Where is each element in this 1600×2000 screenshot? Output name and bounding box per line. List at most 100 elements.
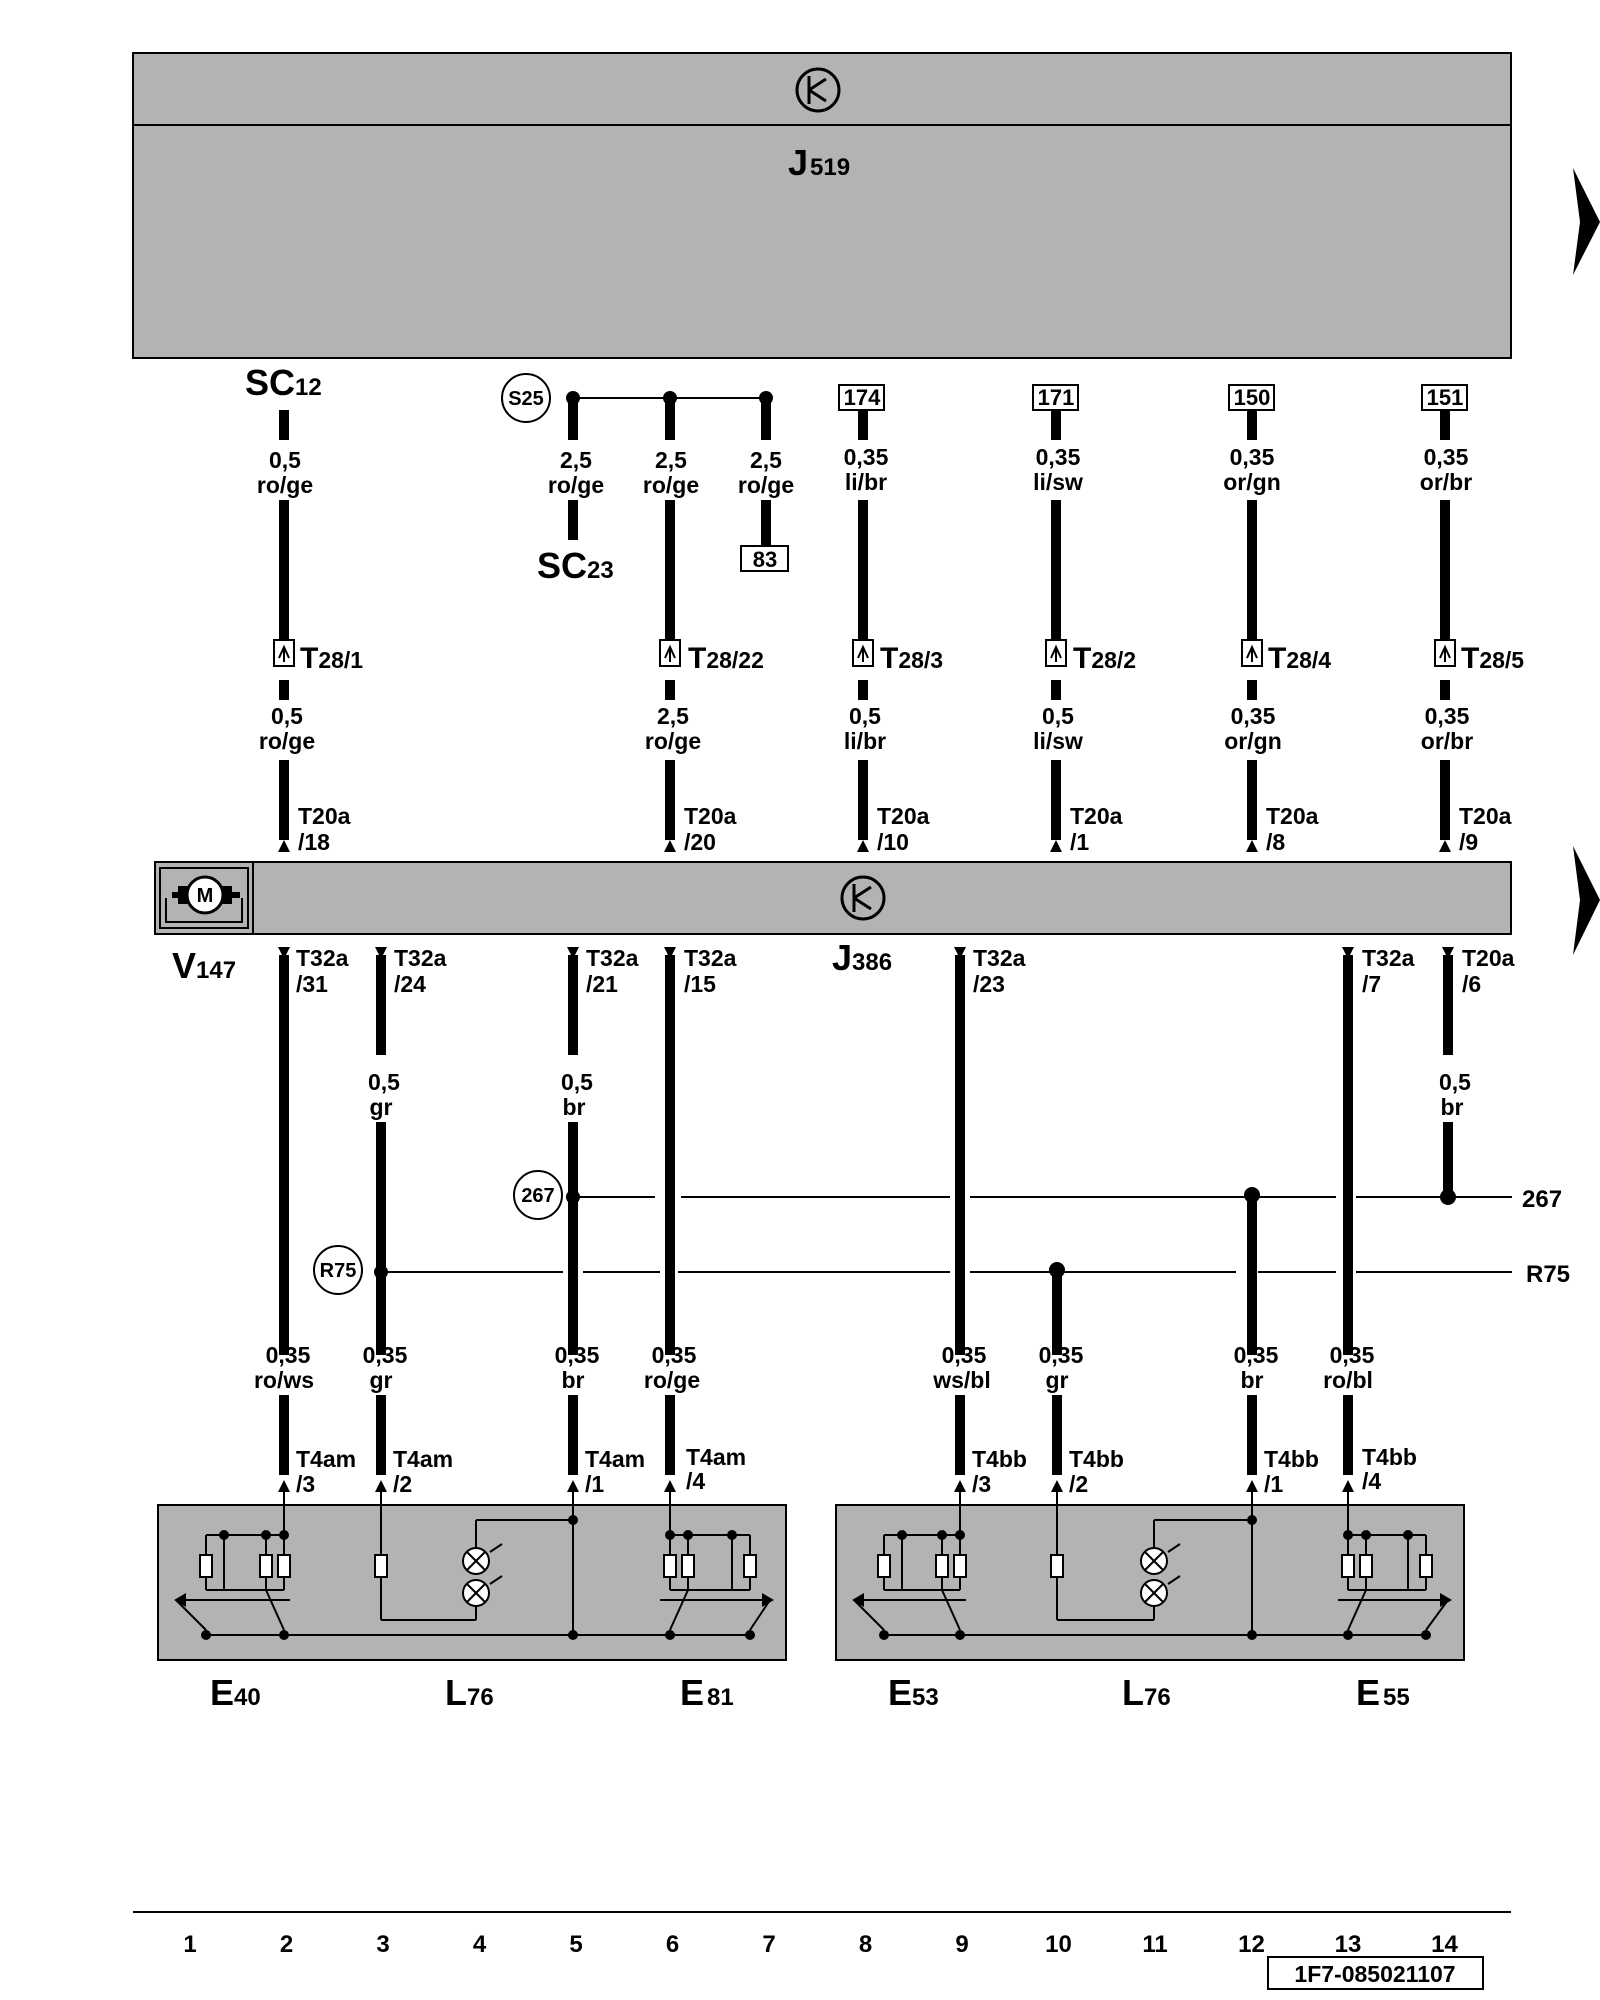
svg-text:T28/22: T28/22 bbox=[688, 642, 764, 675]
svg-text:2,5: 2,5 bbox=[657, 703, 689, 729]
svg-text:/2: /2 bbox=[393, 1471, 412, 1497]
svg-text:T20a: T20a bbox=[1070, 803, 1123, 829]
t20a-pins: T20a /18 T20a /20 T20a /10 T20a /1 T20a … bbox=[298, 803, 1512, 855]
svg-text:267: 267 bbox=[521, 1185, 554, 1207]
svg-text:br: br bbox=[1241, 1367, 1264, 1393]
svg-text:0,5: 0,5 bbox=[269, 447, 301, 473]
svg-text:ro/ge: ro/ge bbox=[643, 472, 699, 498]
svg-text:171: 171 bbox=[1038, 385, 1075, 410]
bus-267-label: 267 bbox=[1522, 1186, 1562, 1213]
svg-text:0,35: 0,35 bbox=[652, 1342, 697, 1368]
column-number: 1 bbox=[183, 1931, 196, 1958]
svg-text:ro/ge: ro/ge bbox=[257, 472, 313, 498]
bottom-wire-labels: 0,35 ro/ws 0,35 gr 0,35 br 0,35 ro/ge 0,… bbox=[254, 1342, 1375, 1393]
svg-text:/2: /2 bbox=[1069, 1471, 1088, 1497]
svg-text:0,35: 0,35 bbox=[363, 1342, 408, 1368]
lower-pins: T32a /31 T32a /24 T32a /21 T32a /15 T32a… bbox=[296, 945, 1515, 997]
svg-text:T28/3: T28/3 bbox=[880, 642, 943, 675]
svg-text:or/br: or/br bbox=[1420, 469, 1472, 495]
svg-text:S25: S25 bbox=[508, 388, 544, 410]
svg-text:T20a: T20a bbox=[684, 803, 737, 829]
svg-text:2,5: 2,5 bbox=[655, 447, 687, 473]
svg-text:or/br: or/br bbox=[1421, 728, 1473, 754]
svg-text:T32a: T32a bbox=[1362, 945, 1415, 971]
column-number: 7 bbox=[762, 1931, 775, 1958]
column-number: 11 bbox=[1142, 1931, 1167, 1958]
column-number: 13 bbox=[1335, 1931, 1362, 1958]
svg-text:T32a: T32a bbox=[973, 945, 1026, 971]
column-number: 12 bbox=[1238, 1931, 1265, 1958]
svg-text:/10: /10 bbox=[877, 829, 909, 855]
svg-text:0,35: 0,35 bbox=[1036, 444, 1081, 470]
column-number: 4 bbox=[473, 1931, 487, 1958]
svg-text:li/sw: li/sw bbox=[1033, 728, 1083, 754]
svg-text:/4: /4 bbox=[686, 1468, 705, 1494]
svg-text:T4bb: T4bb bbox=[1069, 1446, 1124, 1472]
column-number: 9 bbox=[955, 1931, 968, 1958]
svg-text:83: 83 bbox=[753, 547, 777, 572]
motor-icon: M bbox=[159, 867, 249, 929]
bus-lines bbox=[379, 1196, 1512, 1273]
component-l76-left: L76 bbox=[445, 1672, 494, 1713]
component-l76-right: L76 bbox=[1122, 1672, 1171, 1713]
svg-text:/7: /7 bbox=[1362, 971, 1381, 997]
pin-arrows-lower bbox=[278, 947, 1454, 959]
column-number: 5 bbox=[569, 1931, 582, 1958]
node-r75: R75 bbox=[313, 1245, 363, 1295]
svg-text:T32a: T32a bbox=[394, 945, 447, 971]
svg-text:/15: /15 bbox=[684, 971, 716, 997]
svg-text:ro/ws: ro/ws bbox=[254, 1367, 314, 1393]
column-number: 8 bbox=[859, 1931, 872, 1958]
svg-text:T20a: T20a bbox=[298, 803, 351, 829]
svg-text:ro/ge: ro/ge bbox=[548, 472, 604, 498]
svg-text:0,35: 0,35 bbox=[1234, 1342, 1279, 1368]
top-wire-labels: 0,5 ro/ge 2,5 ro/ge 2,5 ro/ge 2,5 ro/ge … bbox=[257, 444, 1472, 498]
continuation-arrow-lower bbox=[1573, 846, 1600, 955]
ref-box-150: 150 bbox=[1228, 384, 1275, 411]
svg-text:0,35: 0,35 bbox=[1425, 703, 1470, 729]
continuation-arrow-upper bbox=[1573, 168, 1600, 275]
svg-text:0,35: 0,35 bbox=[1230, 444, 1275, 470]
ref-box-83: 83 bbox=[740, 545, 789, 572]
svg-text:T4am: T4am bbox=[393, 1446, 453, 1472]
svg-text:ro/ge: ro/ge bbox=[259, 728, 315, 754]
svg-text:ro/ge: ro/ge bbox=[738, 472, 794, 498]
svg-text:or/gn: or/gn bbox=[1223, 469, 1281, 495]
svg-text:/9: /9 bbox=[1459, 829, 1478, 855]
connector-t28-4: T28/4 bbox=[1241, 639, 1331, 675]
svg-text:T28/5: T28/5 bbox=[1461, 642, 1524, 675]
svg-text:0,5: 0,5 bbox=[368, 1069, 400, 1095]
svg-text:T32a: T32a bbox=[684, 945, 737, 971]
column-number: 3 bbox=[376, 1931, 389, 1958]
junction-dots bbox=[374, 1187, 1456, 1279]
pin-arrows-t4 bbox=[278, 1480, 1354, 1492]
svg-text:0,5: 0,5 bbox=[1439, 1069, 1471, 1095]
column-number: 6 bbox=[666, 1931, 679, 1958]
svg-text:gr: gr bbox=[1046, 1367, 1069, 1393]
j386-label: J386 bbox=[832, 937, 892, 978]
column-number: 14 bbox=[1431, 1931, 1458, 1958]
svg-text:/31: /31 bbox=[296, 971, 328, 997]
svg-text:0,35: 0,35 bbox=[555, 1342, 600, 1368]
node-s25: S25 bbox=[501, 373, 551, 423]
svg-text:2,5: 2,5 bbox=[750, 447, 782, 473]
svg-text:ro/bl: ro/bl bbox=[1323, 1367, 1373, 1393]
svg-text:0,5: 0,5 bbox=[1042, 703, 1074, 729]
svg-text:/3: /3 bbox=[972, 1471, 991, 1497]
svg-text:0,5: 0,5 bbox=[271, 703, 303, 729]
svg-text:br: br bbox=[563, 1094, 586, 1120]
svg-text:br: br bbox=[562, 1367, 585, 1393]
node-sc12: SC12 bbox=[245, 362, 322, 403]
switch-module-right-dots bbox=[852, 1515, 1452, 1640]
ref-box-171: 171 bbox=[1032, 384, 1079, 411]
svg-text:gr: gr bbox=[370, 1367, 393, 1393]
svg-text:T28/4: T28/4 bbox=[1268, 642, 1331, 675]
connector-t28-1: T28/1 bbox=[273, 639, 363, 675]
svg-text:T20a: T20a bbox=[877, 803, 930, 829]
wires bbox=[279, 398, 1453, 1475]
doc-id-box: 1F7-085021107 bbox=[1267, 1956, 1484, 1990]
connector-t28-2: T28/2 bbox=[1045, 639, 1136, 675]
